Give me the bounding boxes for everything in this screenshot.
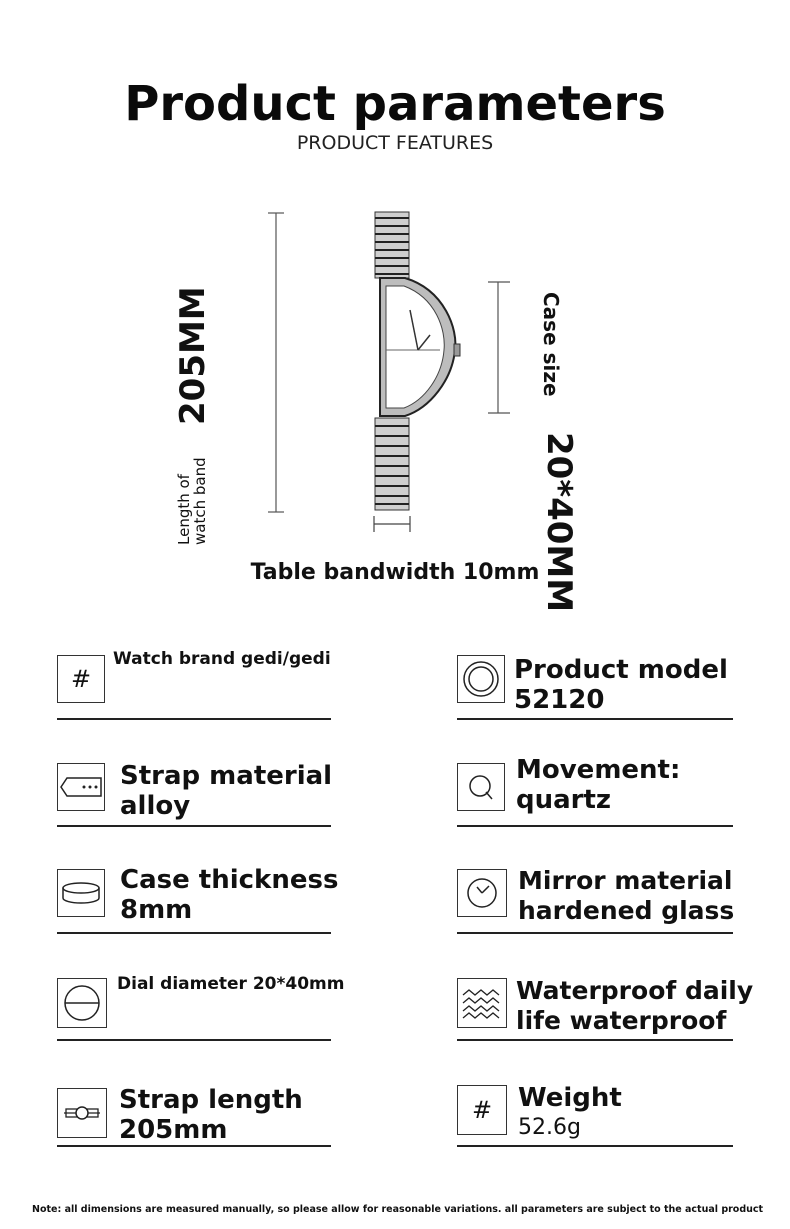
spec-model-value: 52120 (514, 685, 605, 715)
divider (57, 718, 331, 720)
band-length-label-group: Length of watch band 205MM (173, 285, 213, 545)
spec-movement: Movement: quartz (457, 755, 757, 843)
watch-band-bottom (374, 417, 410, 511)
spec-waterproof-label: Waterproof daily (516, 976, 754, 1005)
watch-case (379, 277, 461, 417)
divider (457, 932, 733, 934)
divider (57, 1145, 331, 1147)
case-size-dimension-line (488, 281, 510, 414)
hash-icon: # (57, 655, 105, 703)
spec-weight-value: 52.6g (518, 1115, 581, 1140)
water-waves-icon (457, 978, 507, 1028)
divider (57, 825, 331, 827)
spec-strap-material: Strap material alloy (57, 761, 357, 843)
spec-movement-label: Movement: (516, 755, 681, 785)
spec-strap-material-label: Strap material (120, 761, 333, 791)
quartz-icon (457, 763, 505, 811)
hash-icon: # (457, 1085, 507, 1135)
dial-ring-icon (457, 655, 505, 703)
spec-brand-text: Watch brand gedi/gedi (113, 649, 331, 669)
divider (457, 825, 733, 827)
divider (457, 718, 733, 720)
case-size-label: Case size (539, 292, 563, 397)
strap-icon (57, 763, 105, 811)
band-length-dimension-line (268, 212, 284, 513)
page-subtitle: PRODUCT FEATURES (296, 132, 494, 154)
footer-note: Note: all dimensions are measured manual… (32, 1204, 764, 1215)
divider (457, 1145, 733, 1147)
band-length-label: Length of watch band (175, 457, 209, 545)
spec-strap-material-value: alloy (120, 791, 191, 821)
divider (57, 932, 331, 934)
spec-movement-value: quartz (516, 785, 612, 815)
clock-icon (457, 869, 507, 917)
spec-weight: # Weight 52.6g (457, 1083, 757, 1165)
spec-model: Product model 52120 (457, 655, 757, 735)
divider (457, 1039, 733, 1041)
spec-mirror-label: Mirror material (518, 866, 733, 895)
band-length-value: 205MM (173, 286, 213, 425)
band-width-dimension-line (373, 516, 411, 532)
spec-mirror-value: hardened glass (518, 896, 735, 925)
case-size-value: 20*40MM (539, 432, 579, 613)
dial-icon (57, 978, 107, 1028)
watch-band-top (374, 211, 410, 279)
page-title: Product parameters (124, 76, 666, 132)
case-size-label-group: 20*40MM Case size (539, 274, 579, 613)
spec-dial: Dial diameter 20*40mm (57, 974, 357, 1058)
spec-weight-label: Weight (518, 1083, 622, 1113)
spec-mirror: Mirror material hardened glass (457, 866, 757, 949)
spec-waterproof: Waterproof daily life waterproof (457, 976, 757, 1058)
spec-waterproof-value: life waterproof (516, 1006, 727, 1035)
divider (57, 1039, 331, 1041)
watch-diagram (268, 211, 510, 532)
spec-brand: # Watch brand gedi/gedi (57, 649, 357, 735)
spec-case-thickness-value: 8mm (120, 895, 193, 925)
case-thickness-icon (57, 869, 105, 917)
spec-case-thickness-label: Case thickness (120, 865, 339, 895)
spec-strap-length: Strap length 205mm (57, 1085, 357, 1168)
spec-dial-text: Dial diameter 20*40mm (117, 974, 345, 994)
bandwidth-text: Table bandwidth 10mm (250, 560, 540, 585)
spec-case-thickness: Case thickness 8mm (57, 865, 357, 949)
strap-length-icon (57, 1088, 107, 1138)
spec-strap-length-value: 205mm (119, 1115, 228, 1145)
spec-model-label: Product model (514, 655, 728, 685)
spec-strap-length-label: Strap length (119, 1085, 303, 1115)
